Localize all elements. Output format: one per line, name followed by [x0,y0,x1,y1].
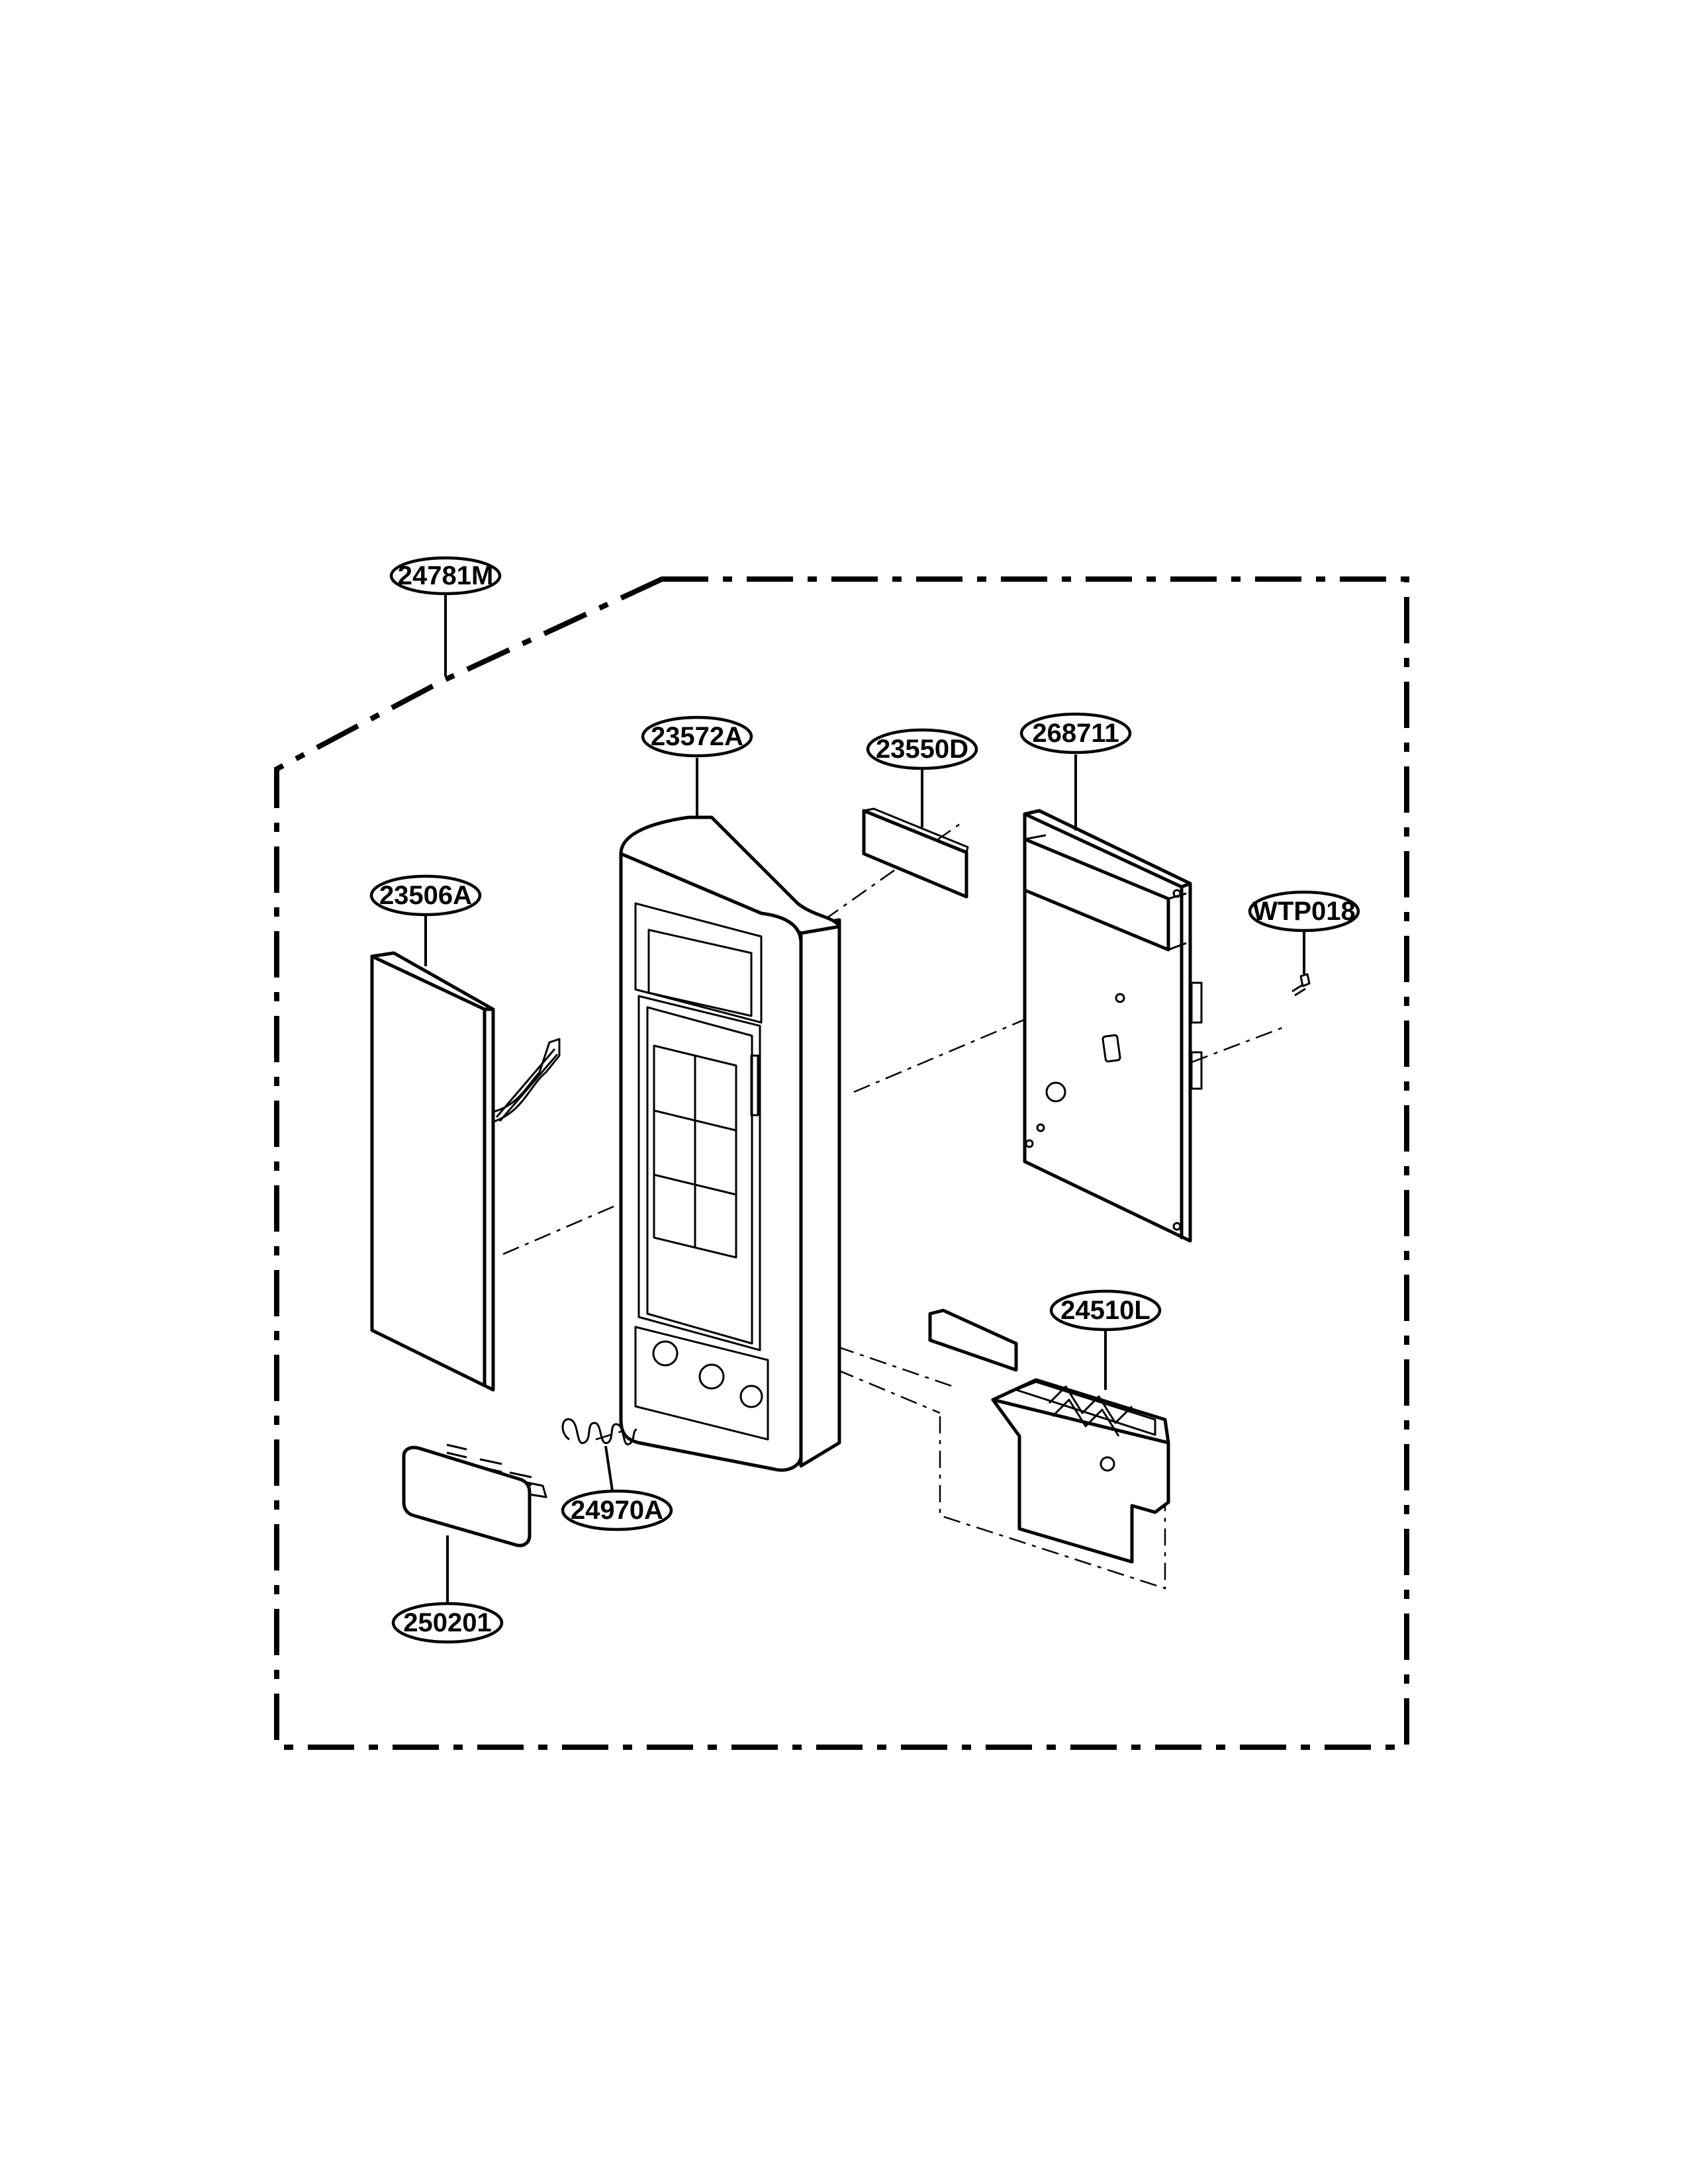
tag-screw: WTP018 [1248,890,1360,933]
display-window [862,807,969,899]
tag-membrane: 23506A [369,874,482,917]
svg-text:WTP018: WTP018 [1252,897,1356,926]
svg-text:23572A: 23572A [651,722,743,751]
screw [1291,973,1311,997]
tag-display-window: 23550D [866,728,978,770]
button-hole-left [652,1340,679,1367]
tag-door-button: 250201 [391,1602,504,1644]
svg-text:24510L: 24510L [1060,1296,1150,1325]
leader-lines [424,592,1305,1604]
front-control-frame [619,815,841,1472]
assembly-boundary [274,576,1409,1750]
latch-holder [928,1308,1170,1564]
spring [561,1418,637,1445]
svg-text:250201: 250201 [403,1608,491,1637]
svg-text:24781M: 24781M [398,561,494,590]
svg-text:23550D: 23550D [876,735,968,764]
tag-front-frame: 23572A [641,715,753,758]
tag-latch-holder: 24510L [1049,1289,1162,1332]
svg-text:268711: 268711 [1032,719,1119,748]
tag-assembly: 24781M [389,556,502,596]
tag-pcb: 268711 [1019,712,1132,754]
membrane-panel [370,951,561,1392]
keypad-grid [653,1044,737,1259]
svg-text:23506A: 23506A [379,881,472,910]
button-hole-center [698,1363,725,1390]
pcb-board [1023,809,1203,1243]
tag-spring: 24970A [561,1489,673,1531]
svg-text:24970A: 24970A [571,1496,663,1525]
door-button [402,1443,547,1547]
button-hole-right [739,1385,763,1408]
